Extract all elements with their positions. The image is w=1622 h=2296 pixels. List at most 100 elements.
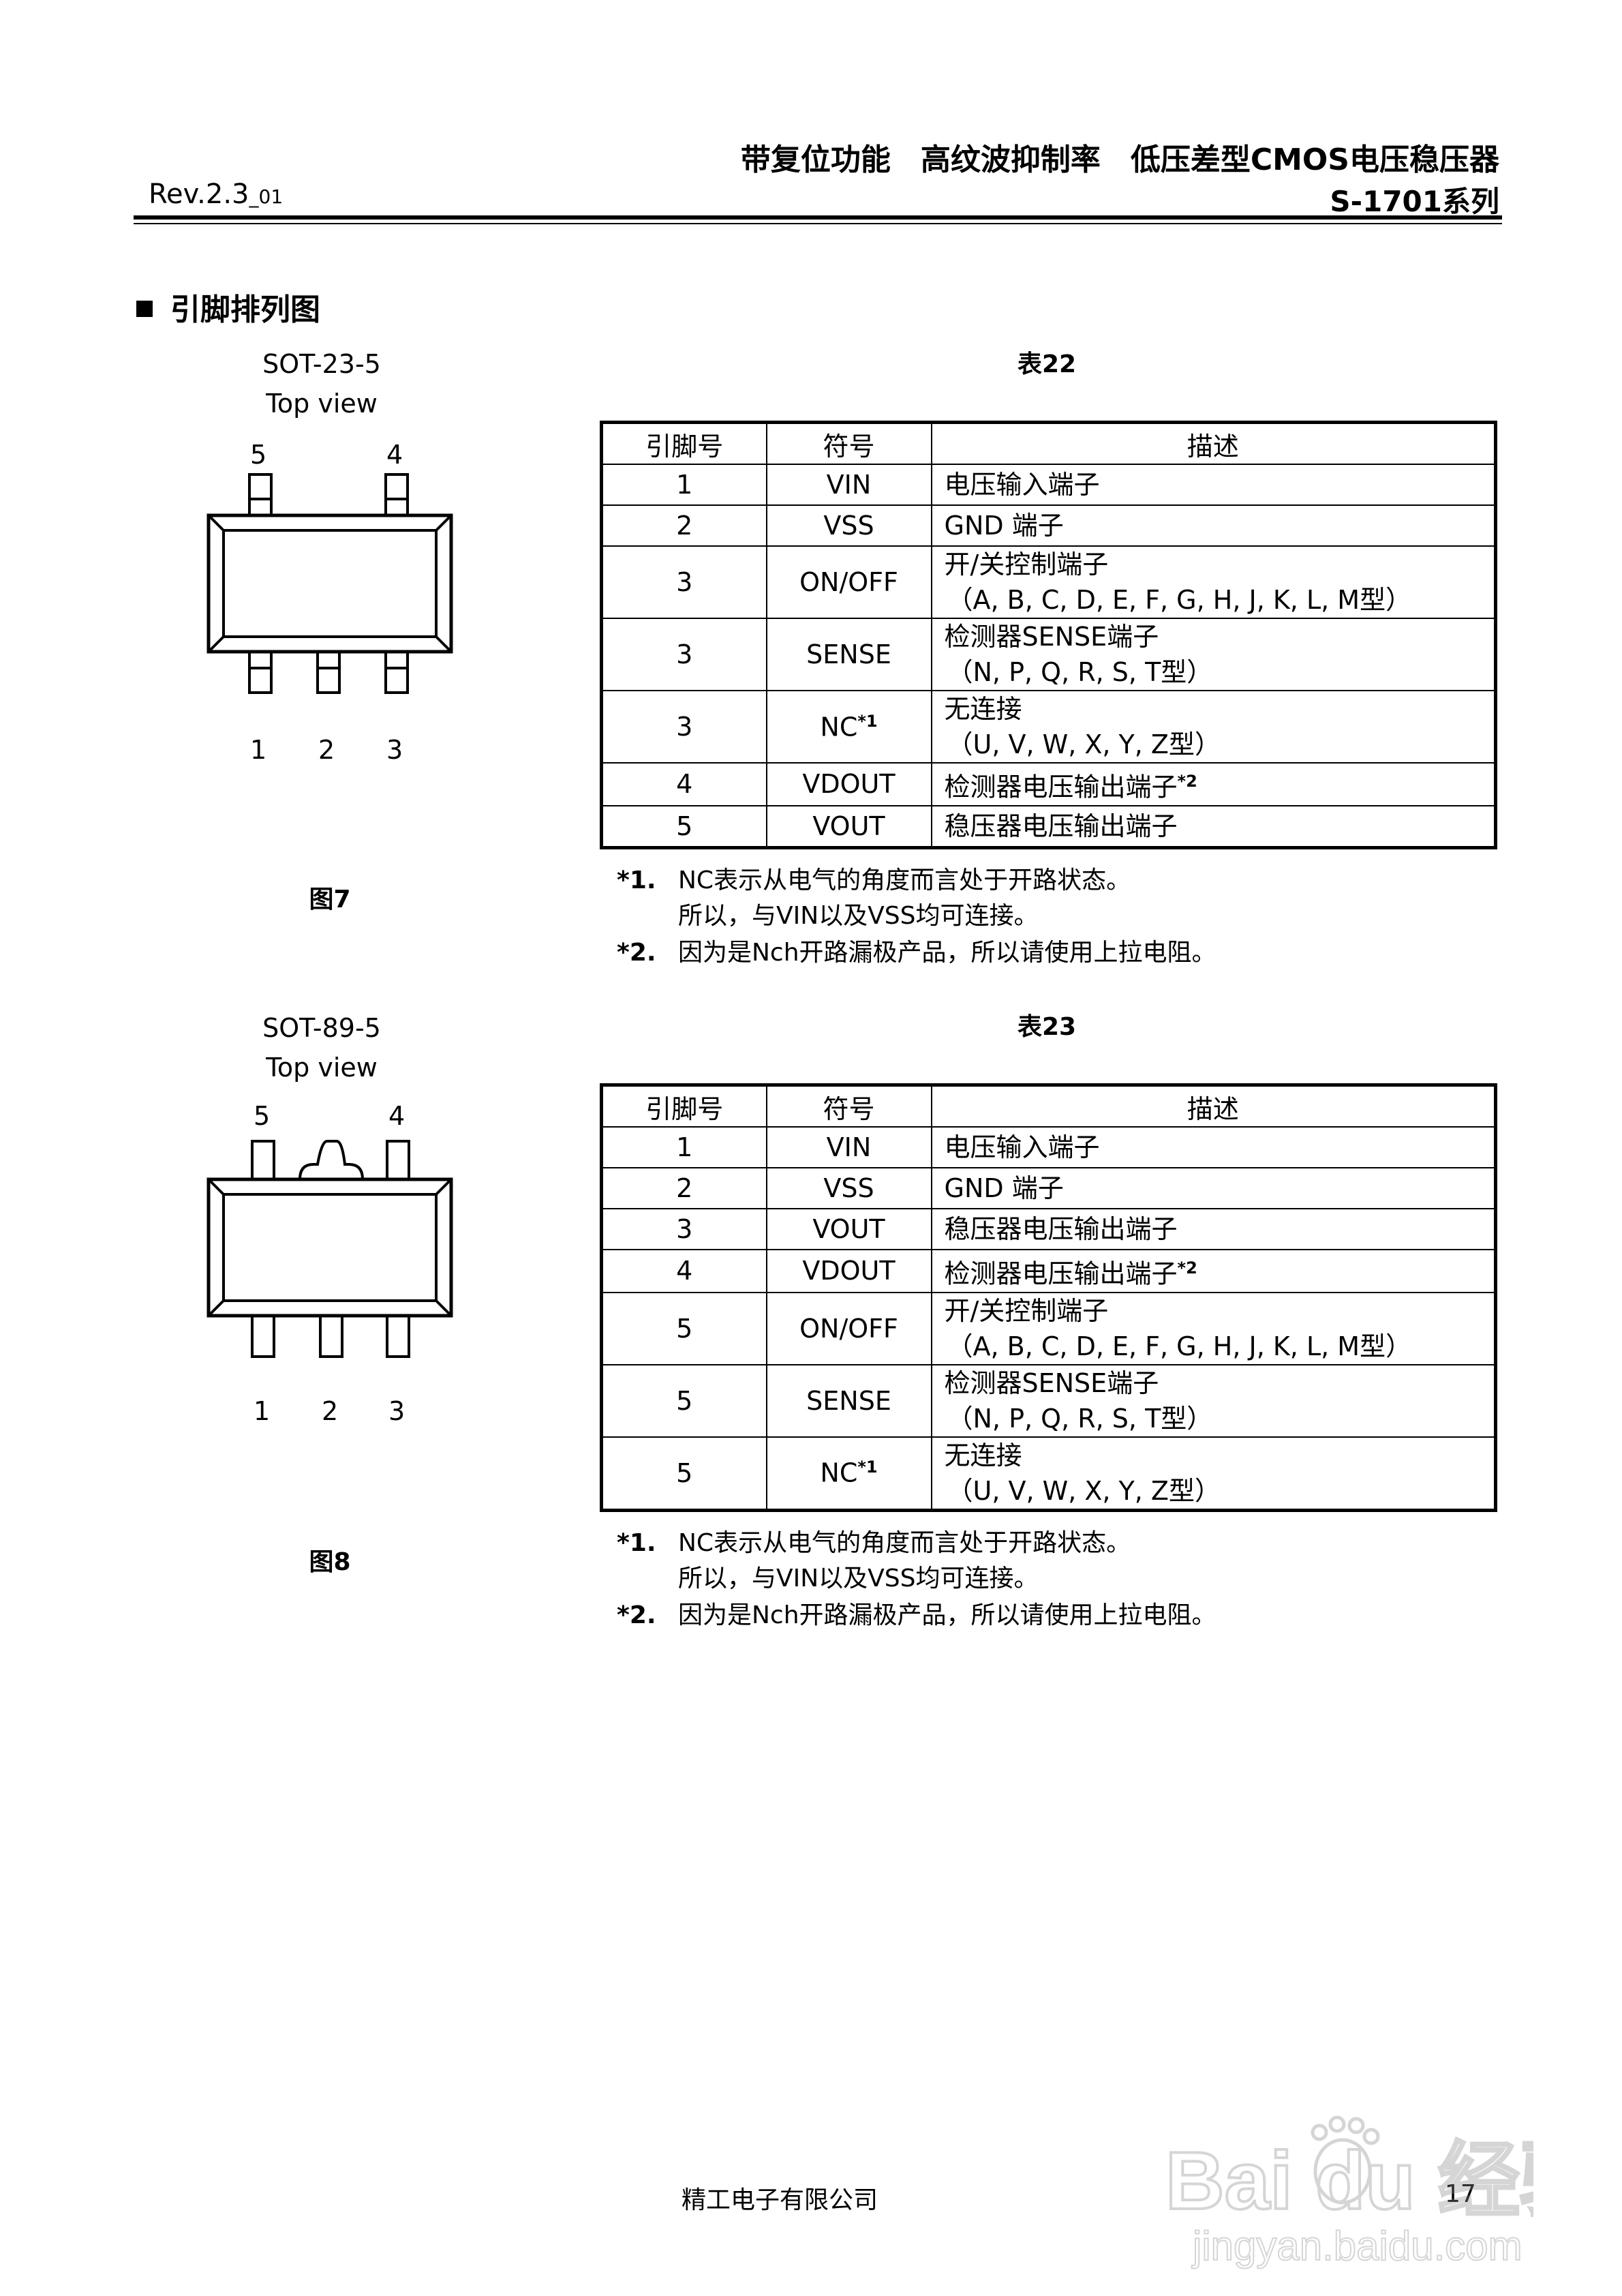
pin-table-22: 引脚号 符号 描述 1 VIN 电压输入端子 2 VSS GND 端子 3 ON…	[600, 421, 1497, 849]
table-header-row: 引脚号 符号 描述	[600, 421, 1497, 465]
baidu-jingyan-watermark-logo: Bai du 经验 jingyan.baidu.com	[1164, 2115, 1533, 2269]
pin-number: 5	[600, 1363, 767, 1438]
col-header-pin: 引脚号	[600, 421, 767, 465]
pin-description: 无连接（U, V, W, X, Y, Z型）	[930, 690, 1497, 764]
pin-symbol: VIN	[765, 1126, 932, 1168]
pin-number: 4	[600, 762, 767, 806]
pin-number: 4	[600, 1249, 767, 1293]
bullet-square-icon	[136, 301, 153, 317]
table-row: 5 ON/OFF 开/关控制端子（A, B, C, D, E, F, G, H,…	[600, 1291, 1497, 1365]
desc-text: 检测器SENSE端子	[944, 1368, 1159, 1398]
pin-description: GND 端子	[930, 504, 1497, 547]
table22-note: *2.因为是Nch开路漏极产品，所以请使用上拉电阻。	[617, 933, 1216, 968]
section-title: 引脚排列图	[170, 292, 320, 327]
table-row: 5 NC*1 无连接（U, V, W, X, Y, Z型）	[600, 1436, 1497, 1511]
table-row: 1 VIN 电压输入端子	[600, 464, 1497, 506]
table23-caption: 表23	[1017, 1013, 1077, 1041]
pin-description: 电压输入端子	[930, 1126, 1497, 1168]
document-title: 带复位功能 高纹波抑制率 低压差型CMOS电压稳压器	[740, 142, 1499, 177]
col-header-symbol: 符号	[765, 1084, 932, 1128]
fig8-caption: 图8	[309, 1548, 351, 1576]
pin-description: 检测器SENSE端子 （N, P, Q, R, S, T型）	[930, 1363, 1497, 1438]
table-row: 3 NC*1 无连接（U, V, W, X, Y, Z型）	[600, 690, 1497, 764]
desc-text: 无连接	[944, 1440, 1022, 1470]
table-row: 2 VSS GND 端子	[600, 1167, 1497, 1209]
fig8-pin-label: 3	[388, 1396, 406, 1426]
pin-symbol: SENSE	[765, 618, 932, 691]
pin-description: GND 端子	[930, 1167, 1497, 1209]
pin-number: 1	[600, 1126, 767, 1168]
pin-number: 3	[600, 1208, 767, 1250]
fig7-caption: 图7	[309, 886, 351, 913]
fig7-package-name: SOT-23-5	[262, 349, 381, 379]
symbol-text: SENSE	[806, 639, 891, 669]
footnote-ref: *2	[1177, 772, 1197, 791]
symbol-text: VSS	[823, 511, 874, 541]
footer-company: 精工电子有限公司	[682, 2186, 878, 2214]
pin-number: 2	[600, 1167, 767, 1209]
pin-symbol: VDOUT	[765, 1249, 932, 1293]
pin-symbol: VOUT	[765, 804, 932, 849]
footnote-ref: *1	[857, 1457, 878, 1477]
pin-symbol: VSS	[765, 504, 932, 547]
pin-symbol: ON/OFF	[765, 545, 932, 619]
table-row: 3 ON/OFF 开/关控制端子（A, B, C, D, E, F, G, H,…	[600, 545, 1497, 619]
pin-number: 5	[600, 804, 767, 849]
pin-description: 开/关控制端子（A, B, C, D, E, F, G, H, J, K, L,…	[930, 1291, 1497, 1365]
col-header-symbol: 符号	[765, 421, 932, 465]
desc-variant-text: （U, V, W, X, Y, Z型）	[947, 729, 1221, 759]
pin-symbol: VIN	[765, 464, 932, 506]
desc-text: 开/关控制端子	[944, 1295, 1109, 1326]
revision-main: Rev.2.3	[149, 179, 249, 210]
desc-text: 电压输入端子	[944, 1132, 1100, 1162]
page-number: 17	[1445, 2180, 1476, 2208]
fig7-pin-label: 1	[250, 735, 267, 765]
desc-text: 稳压器电压输出端子	[944, 811, 1178, 841]
symbol-text: NC	[820, 712, 858, 742]
note-mark: *1.	[617, 866, 656, 894]
symbol-text: VIN	[826, 1132, 872, 1162]
watermark-url-text: jingyan.baidu.com	[1191, 2223, 1522, 2269]
sot89-5-diagram	[206, 1140, 453, 1358]
pin-description: 检测器电压输出端子*2	[930, 1249, 1497, 1293]
pin-symbol: VOUT	[765, 1208, 932, 1250]
symbol-text: VDOUT	[802, 1256, 896, 1286]
desc-text: 电压输入端子	[944, 470, 1100, 500]
pin-number: 5	[600, 1291, 767, 1365]
footnote-ref: *2	[1177, 1258, 1197, 1278]
table22-note: *1. NC表示从电气的角度而言处于开路状态。	[617, 860, 1131, 896]
desc-text: 开/关控制端子	[944, 549, 1109, 579]
note-mark: *2.	[617, 939, 656, 967]
pin-number: 1	[600, 464, 767, 506]
symbol-text: NC	[820, 1457, 858, 1488]
fig8-pin-label: 5	[254, 1101, 271, 1131]
col-header-description: 描述	[930, 1084, 1497, 1128]
symbol-text: VDOUT	[802, 769, 896, 800]
pin-symbol: VDOUT	[765, 762, 932, 806]
desc-variant-text: （N, P, Q, R, S, T型）	[947, 1403, 1213, 1434]
table-row: 1 VIN 电压输入端子	[600, 1126, 1497, 1168]
pin-table-23: 引脚号 符号 描述 1 VIN 电压输入端子 2 VSS GND 端子 3 VO…	[600, 1083, 1497, 1512]
symbol-text: VSS	[823, 1173, 874, 1203]
note-text: 因为是Nch开路漏极产品，所以请使用上拉电阻。	[678, 1601, 1216, 1629]
sot23-5-diagram	[206, 473, 453, 694]
fig8-pin-label: 1	[254, 1396, 271, 1426]
table-row: 3 SENSE 检测器SENSE端子（N, P, Q, R, S, T型）	[600, 618, 1497, 691]
note-text: NC表示从电气的角度而言处于开路状态。	[678, 1529, 1131, 1557]
table-row: 5 SENSE 检测器SENSE端子（N, P, Q, R, S, T型）	[600, 1363, 1497, 1438]
revision-sub: _01	[249, 185, 284, 208]
desc-variant-text: （N, P, Q, R, S, T型）	[947, 657, 1213, 687]
note-text: NC表示从电气的角度而言处于开路状态。	[678, 866, 1131, 894]
col-header-description: 描述	[930, 421, 1497, 465]
desc-text: 检测器电压输出端子	[944, 772, 1178, 802]
watermark-brand-text: Bai du 经验	[1165, 2135, 1533, 2226]
symbol-text: VOUT	[812, 1214, 885, 1244]
fig7-view-label: Top view	[266, 389, 378, 419]
note-mark: *1.	[617, 1529, 656, 1557]
footnote-ref: *1	[857, 711, 878, 731]
pin-number: 5	[600, 1436, 767, 1511]
pin-symbol: NC*1	[765, 1436, 932, 1511]
table23-note: *2.因为是Nch开路漏极产品，所以请使用上拉电阻。	[617, 1595, 1216, 1631]
pin-description: 开/关控制端子（A, B, C, D, E, F, G, H, J, K, L,…	[930, 545, 1497, 619]
fig7-pin-label: 5	[250, 440, 267, 470]
